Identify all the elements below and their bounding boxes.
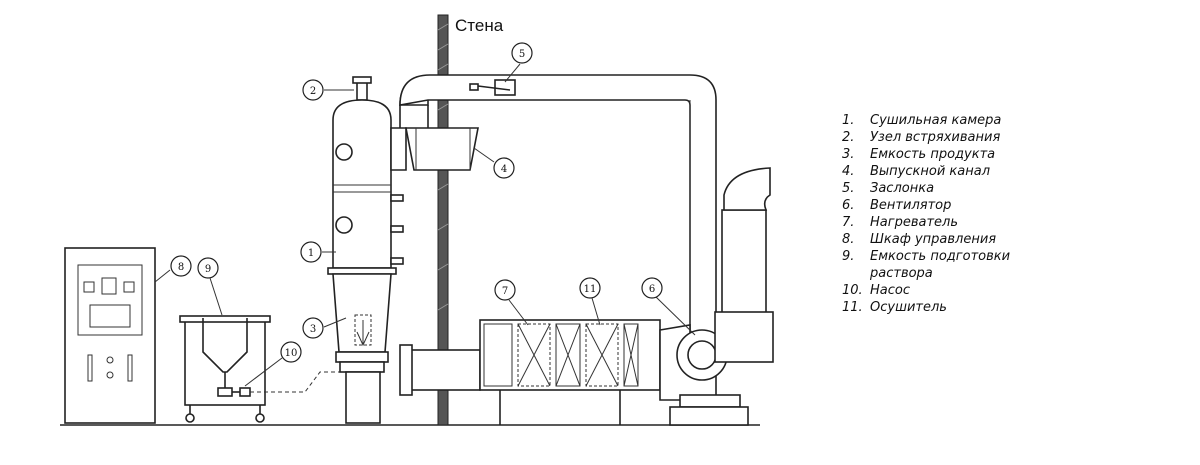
svg-text:4: 4 [501, 164, 507, 175]
callout-7: 7 [494, 279, 529, 326]
svg-text:10: 10 [285, 348, 298, 359]
legend-item: 5.Заслонка [842, 181, 935, 196]
legend-item: 6.Вентилятор [842, 198, 952, 213]
legend-item: 8.Шкаф управления [842, 232, 997, 247]
legend-item: 1.Сушильная камера [842, 113, 1002, 128]
callout-5: 5 [504, 42, 533, 83]
return-duct [399, 344, 481, 396]
callout-6: 6 [641, 277, 696, 336]
callout-2: 2 [302, 79, 354, 101]
callout-1: 1 [300, 241, 336, 263]
svg-text:8: 8 [178, 262, 184, 273]
callout-4: 4 [473, 147, 515, 179]
legend: 1.Сушильная камера 2.Узел встряхивания 3… [842, 112, 1070, 316]
svg-text:3: 3 [310, 324, 316, 335]
air-duct [399, 74, 717, 361]
legend-item: 7.Нагреватель [842, 215, 958, 230]
heater-dryer-unit [479, 319, 661, 425]
legend-item: 10.Насос [842, 283, 910, 298]
svg-text:1: 1 [308, 248, 314, 259]
legend-item: 11.Осушитель [842, 300, 947, 315]
callout-3: 3 [302, 317, 347, 339]
legend-item: 2.Узел встряхивания [842, 130, 1001, 145]
callout-8: 8 [154, 255, 192, 283]
wall-label: Стена [455, 16, 504, 35]
legend-item: 3.Емкость продукта [842, 147, 996, 162]
svg-text:6: 6 [649, 284, 655, 295]
callout-11: 11 [579, 277, 601, 326]
svg-text:5: 5 [519, 49, 525, 60]
svg-text:11: 11 [584, 284, 597, 295]
callout-10: 10 [244, 341, 302, 387]
drying-chamber [327, 76, 404, 424]
svg-text:9: 9 [205, 264, 211, 275]
legend-item: 4.Выпускной канал [842, 164, 991, 179]
damper [469, 79, 516, 96]
solution-tank [179, 315, 271, 423]
pump [239, 371, 350, 397]
legend-item: 9.Емкость подготовки раствора [842, 249, 1011, 281]
svg-text:2: 2 [310, 86, 316, 97]
fan [659, 167, 774, 426]
svg-text:7: 7 [502, 286, 508, 297]
callout-9: 9 [197, 257, 223, 316]
control-cabinet [64, 247, 156, 424]
